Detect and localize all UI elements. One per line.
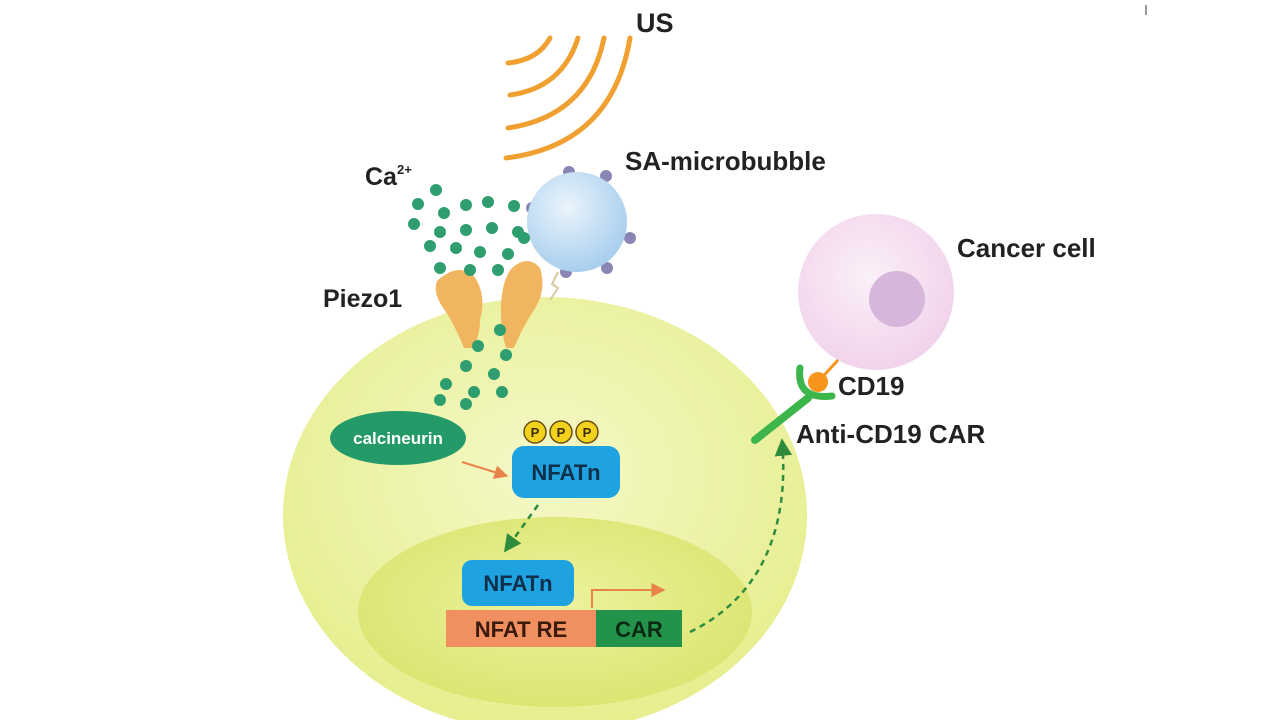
calcium-ion-dot — [424, 240, 436, 252]
car-gene-box — [596, 610, 682, 647]
ultrasound-wave-4 — [503, 35, 633, 161]
piezo1-left-subunit — [435, 270, 483, 348]
calcium-ion-dot — [440, 378, 452, 390]
calcium-ion-dot — [464, 264, 476, 276]
calcium-ion-dot — [500, 349, 512, 361]
sa-microbubble-label: SA-microbubble — [625, 146, 826, 176]
ultrasound-waves-icon — [503, 35, 633, 161]
piezo1-channel-icon — [435, 261, 543, 348]
calcium-ion-dot — [460, 398, 472, 410]
calcium-ion-dot — [434, 262, 446, 274]
cd19-label: CD19 — [838, 371, 904, 401]
nfat-re-box — [446, 610, 596, 647]
calcium-ion-dot — [412, 198, 424, 210]
calcium-ion-dot — [474, 246, 486, 258]
car-stem — [751, 394, 812, 444]
nfatn-cytoplasm-label: NFATn — [531, 460, 600, 485]
anti-cd19-car-label: Anti-CD19 CAR — [796, 419, 985, 449]
calcium-ion-dot — [502, 248, 514, 260]
calcium-label: Ca2+ — [365, 162, 412, 191]
ultrasound-label: US — [636, 8, 674, 38]
nfatn-nucleus-box — [462, 560, 574, 606]
transcription-arrow — [591, 583, 666, 608]
calcium-ion-dot — [460, 360, 472, 372]
phosphate-label-3: P — [583, 425, 592, 440]
calcium-ion-dot — [518, 232, 530, 244]
calcium-ion-dot — [460, 199, 472, 211]
cancer-cell-nucleus — [869, 271, 925, 327]
nfatn-cytoplasm-box — [512, 446, 620, 498]
phosphate-groups: P P P — [523, 420, 599, 444]
phosphate-label-1: P — [531, 425, 540, 440]
anti-cd19-car-icon — [751, 364, 836, 444]
ultrasound-wave-3 — [505, 35, 607, 131]
piezo1-right-subunit — [500, 261, 543, 348]
calcium-ion-dot — [508, 200, 520, 212]
activation-arrow — [461, 461, 509, 479]
piezo1-label: Piezo1 — [323, 285, 402, 313]
microbubble-contact-icon — [549, 271, 560, 301]
ultrasound-wave-2 — [507, 35, 581, 98]
car-gene-label: CAR — [615, 617, 663, 642]
nfatn-nucleus-label: NFATn — [483, 571, 552, 596]
calcium-ion-dot — [434, 394, 446, 406]
calcium-ion-dot — [460, 224, 472, 236]
calcium-ion-dot — [492, 264, 504, 276]
microbubble — [527, 172, 627, 272]
calcium-ion-dot — [450, 242, 462, 254]
calcium-ion-dot — [494, 324, 506, 336]
calcium-ion-dot — [438, 207, 450, 219]
calcineurin-label: calcineurin — [353, 429, 443, 448]
calcium-ion-dot — [488, 368, 500, 380]
car-binding-cup — [796, 364, 836, 400]
translocation-arrow — [503, 504, 540, 553]
phosphate-label-2: P — [557, 425, 566, 440]
nfat-re-label: NFAT RE — [475, 617, 567, 642]
cd19-antigen-icon — [808, 372, 828, 392]
calcium-label-superscript: 2+ — [397, 162, 412, 177]
calcium-ions — [408, 184, 530, 410]
calcium-ion-dot — [434, 226, 446, 238]
cancer-cell-label: Cancer cell — [957, 233, 1096, 263]
ultrasound-wave-1 — [505, 35, 553, 66]
calcium-ion-dot — [472, 340, 484, 352]
sa-microbubble-icon — [526, 166, 636, 301]
calcium-ion-dot — [482, 196, 494, 208]
calcium-ion-dot — [496, 386, 508, 398]
calcineurin-ellipse — [330, 411, 466, 465]
calcium-ion-dot — [430, 184, 442, 196]
calcium-ion-dot — [486, 222, 498, 234]
calcium-ion-dot — [468, 386, 480, 398]
calcium-label-base: Ca — [365, 163, 398, 191]
calcium-ion-dot — [408, 218, 420, 230]
